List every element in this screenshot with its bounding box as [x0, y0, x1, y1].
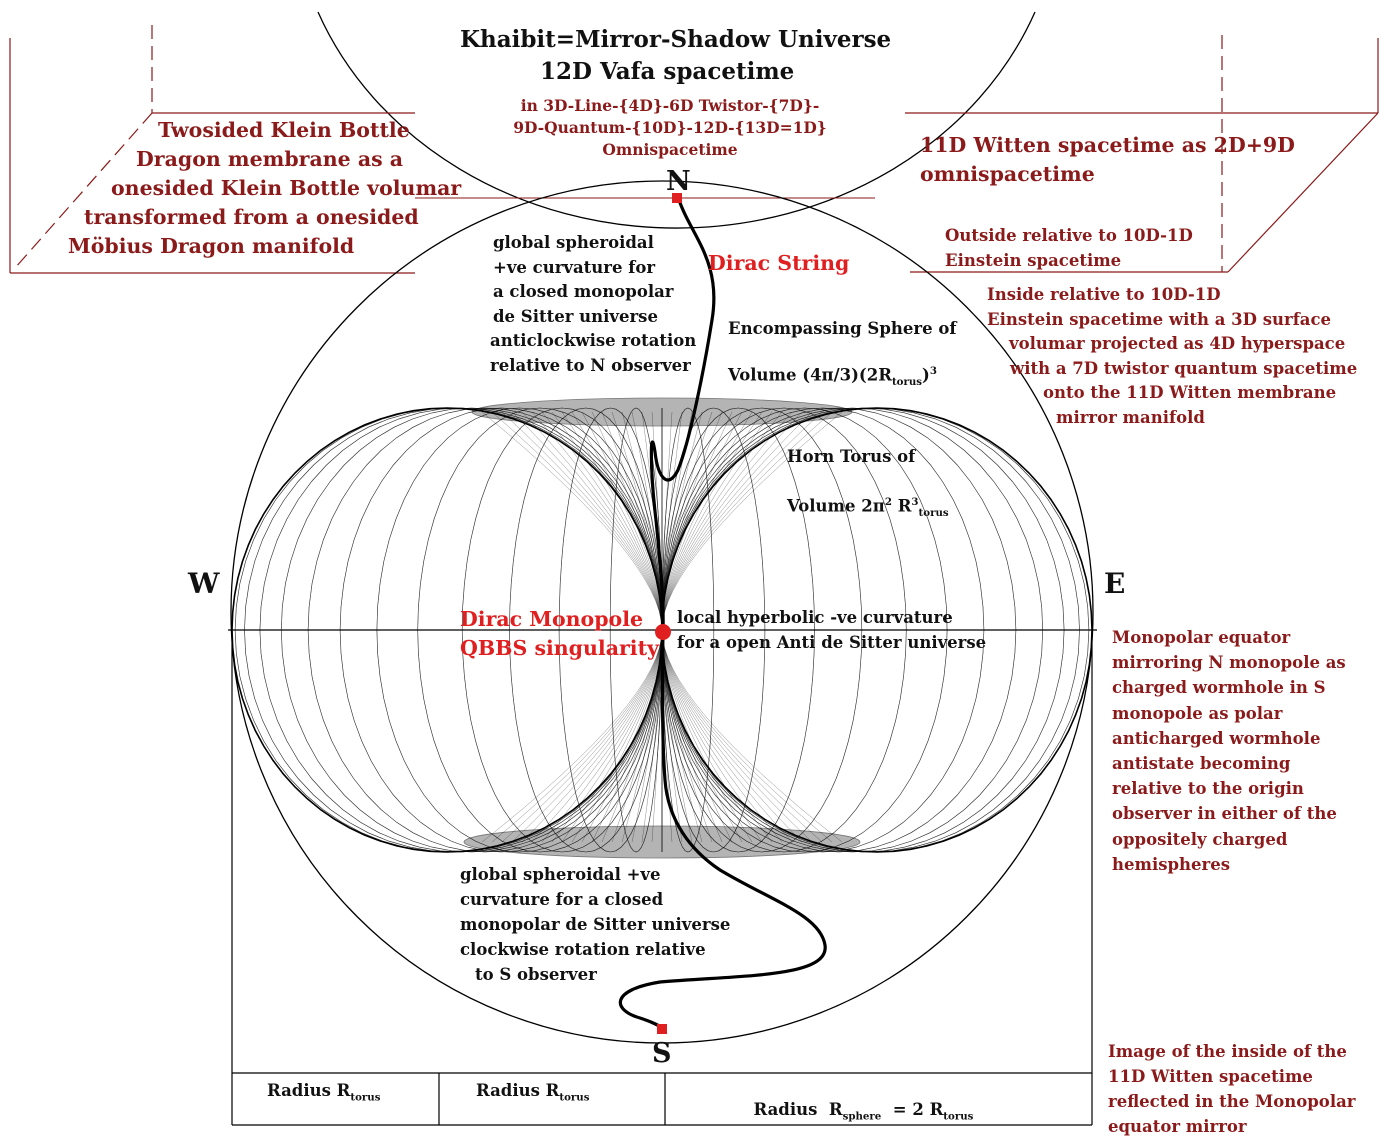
- sphere-volume: Volume (4π/3)(2Rtorus)3: [728, 365, 937, 388]
- compass-w: W: [188, 567, 220, 600]
- torus-label: Horn Torus of: [787, 447, 916, 466]
- title-line2: 12D Vafa spacetime: [540, 58, 795, 85]
- dirac-string: [618, 195, 827, 1030]
- north-pole-marker: [672, 193, 682, 203]
- radius-cell-3: Radius Rsphere = 2 Rtorus: [753, 1099, 974, 1122]
- title-line1: Khaibit=Mirror-Shadow Universe: [460, 26, 892, 53]
- bottom-frame: [231, 630, 1093, 1125]
- left-klein-box: [9, 25, 415, 274]
- torus-volume: Volume 2π2 R3torus: [787, 496, 949, 519]
- north-curvature-text: global spheroidal +ve curvature for a cl…: [490, 233, 697, 375]
- dirac-string-label: Dirac String: [708, 251, 850, 275]
- sphere-label: Encompassing Sphere of: [728, 319, 957, 338]
- radius-cell-2: Radius Rtorus: [476, 1081, 590, 1104]
- south-curvature-text: global spheroidal +ve curvature for a cl…: [460, 865, 731, 984]
- dirac-monopole-dot: [655, 624, 671, 640]
- compass-s: S: [652, 1038, 672, 1069]
- south-pole-marker: [657, 1024, 667, 1034]
- left-box-text: Twosided Klein Bottle Dragon membrane as…: [68, 118, 462, 258]
- compass-e: E: [1104, 567, 1126, 600]
- encompassing-sphere: [230, 180, 1094, 1044]
- radius-cell-1: Radius Rtorus: [267, 1081, 381, 1104]
- inside-text: Inside relative to 10D-1D Einstein space…: [987, 285, 1358, 427]
- title-subtitle: in 3D-Line-{4D}-6D Twistor-{7D}-9D-Quant…: [513, 96, 827, 159]
- right-witten-box: [905, 35, 1379, 273]
- mirror-universe-arc: [317, 11, 1036, 229]
- radius-table: [232, 1072, 1092, 1126]
- compass-n: N: [666, 166, 691, 197]
